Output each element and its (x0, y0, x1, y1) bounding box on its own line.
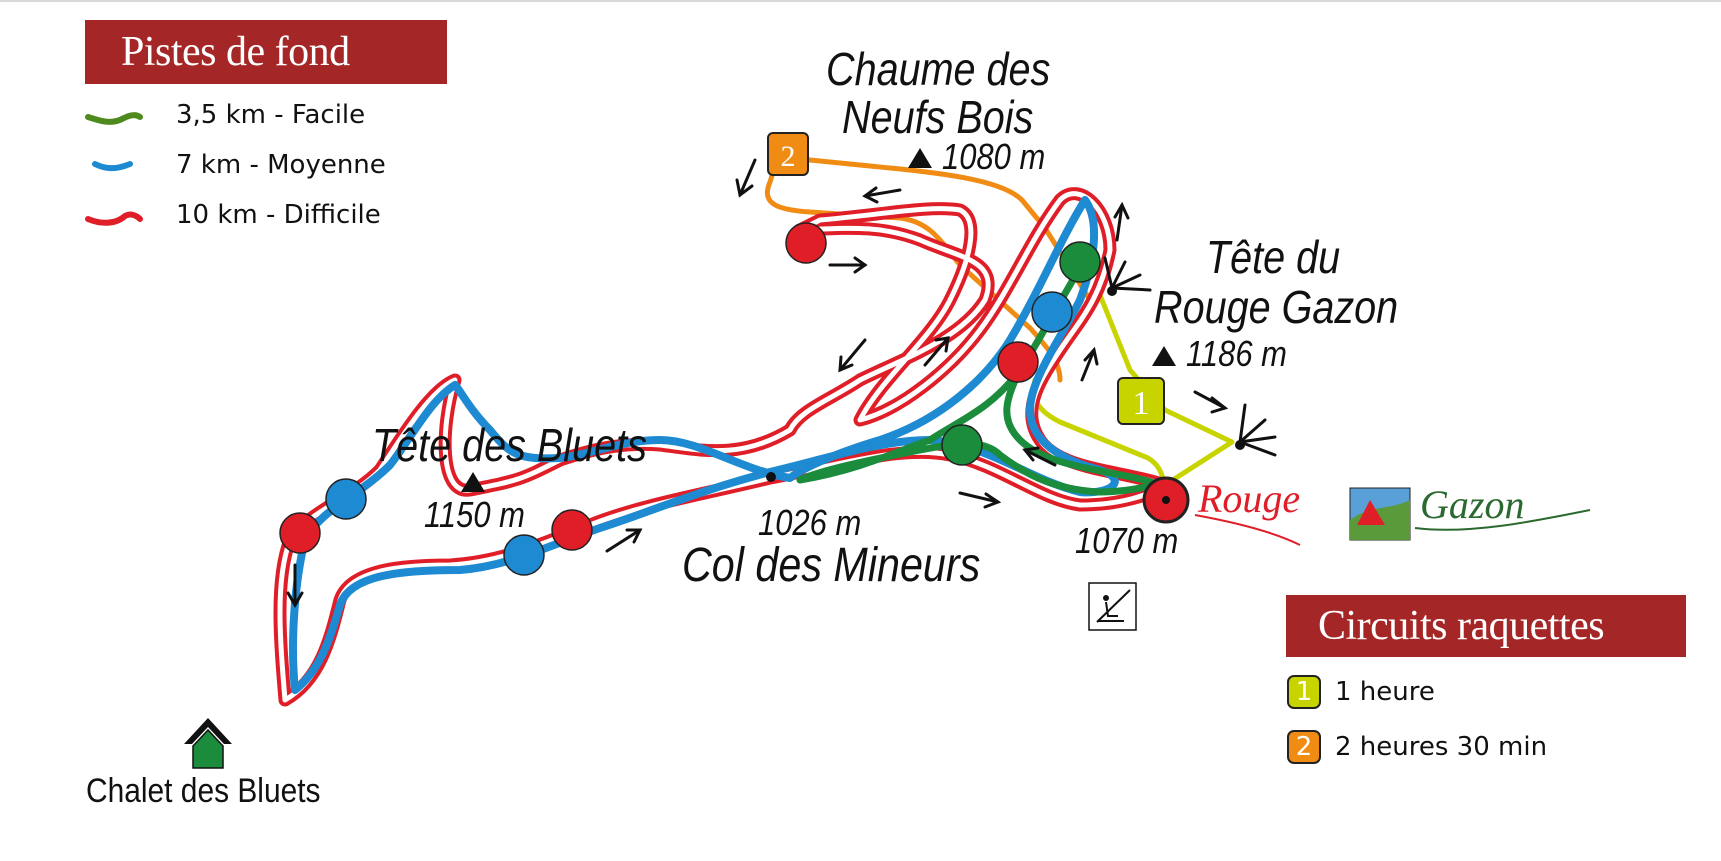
snowshoe-circuit-2 (765, 147, 1093, 383)
swatch-difficile (85, 211, 143, 226)
label-chaume-line2: Neufs Bois (842, 91, 1034, 143)
direction-arrow-icon (828, 256, 868, 274)
marker-blue (325, 478, 367, 520)
marker-blue (503, 534, 545, 576)
legend-item-facile: 3,5 km - Facile (176, 100, 366, 130)
marker-red (279, 512, 321, 554)
svg-text:Rouge: Rouge (1197, 476, 1300, 521)
badge-2-icon: 2 (1287, 730, 1321, 764)
triangle-summit-icon (461, 472, 485, 492)
label-tete-rouge-line2: Rouge Gazon (1154, 281, 1399, 333)
viewpoint-icon (1238, 403, 1277, 457)
marker-red (997, 341, 1039, 383)
chalet-icon (184, 718, 232, 769)
direction-arrow-icon (923, 336, 950, 367)
marker-green (1059, 241, 1101, 283)
legend-item-moyenne: 7 km - Moyenne (176, 150, 386, 180)
svg-text:2: 2 (781, 140, 796, 173)
badge-circuit-1: 1 (1117, 377, 1165, 425)
top-rule (0, 0, 1721, 2)
direction-arrow-icon (862, 186, 902, 204)
label-chaume-alt: 1080 m (942, 136, 1046, 177)
marker-blue (1031, 291, 1073, 333)
label-chalet: Chalet des Bluets (86, 772, 321, 810)
legend-swatches (85, 112, 143, 226)
direction-arrow-icon (1193, 390, 1229, 414)
summit-markers (461, 148, 1176, 492)
ski-lift-icon (1088, 582, 1137, 631)
legend-item-circuit-1: 1 1 heure (1287, 675, 1435, 709)
marker-red (785, 222, 827, 264)
direction-arrow-icon (1080, 346, 1099, 382)
label-col-name: Col des Mineurs (682, 539, 981, 592)
rouge-gazon-logo: Rouge Gazon (1194, 476, 1591, 546)
viewpoint-icon (1103, 256, 1152, 292)
svg-text:Gazon: Gazon (1420, 482, 1524, 527)
label-tete-bluets-alt: 1150 m (424, 494, 525, 535)
direction-arrow-icon (735, 158, 757, 198)
swatch-moyenne (92, 161, 133, 172)
direction-arrow-icon (838, 338, 867, 373)
marker-red (551, 509, 593, 551)
direction-arrows (286, 158, 1229, 608)
badge-circuit-2: 2 (767, 132, 809, 176)
legend-raquettes-title: Circuits raquettes (1286, 595, 1686, 657)
label-tete-bluets: Tête des Bluets (372, 419, 647, 471)
label-col-alt: 1026 m (758, 502, 862, 543)
col-dot (766, 472, 776, 482)
legend-item-difficile: 10 km - Difficile (176, 200, 381, 230)
direction-arrow-icon (605, 528, 643, 553)
direction-arrow-icon (1113, 201, 1130, 242)
swatch-facile (85, 112, 143, 125)
label-station-alt: 1070 m (1075, 520, 1179, 561)
direction-arrow-icon (286, 563, 304, 608)
legend-pistes-title: Pistes de fond (85, 20, 447, 84)
svg-text:1: 1 (1133, 385, 1150, 422)
legend-item-circuit-2: 2 2 heures 30 min (1287, 730, 1547, 764)
label-tete-rouge-alt: 1186 m (1186, 333, 1287, 374)
marker-green (941, 424, 983, 466)
trail-markers (279, 222, 1190, 576)
direction-arrow-icon (958, 491, 1002, 509)
label-tete-rouge-line1: Tête du (1206, 231, 1341, 283)
label-chaume-line1: Chaume des (826, 43, 1051, 95)
triangle-summit-icon (908, 148, 932, 168)
badge-1-icon: 1 (1287, 675, 1321, 709)
direction-arrow-icon (1022, 446, 1057, 467)
triangle-summit-icon (1152, 346, 1176, 366)
